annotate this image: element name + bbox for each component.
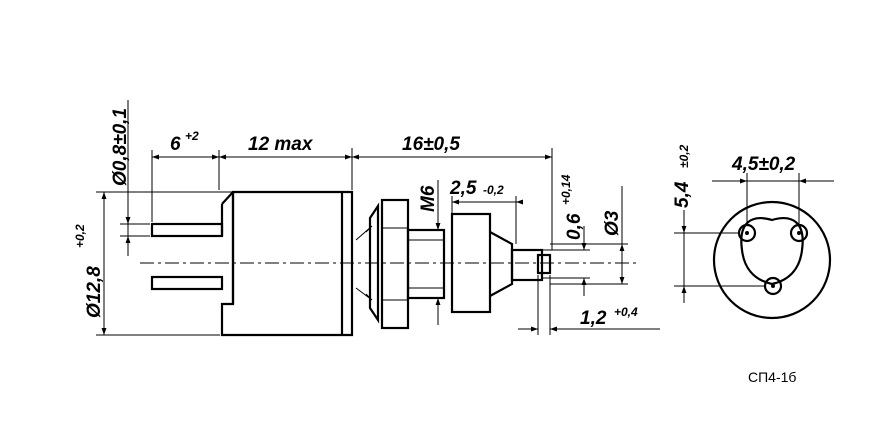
dim-body-length: 12 max [219, 134, 353, 190]
pin-height-tolerance: ±0,2 [677, 144, 691, 168]
dim-shaft-length: 16±0,5 [352, 134, 553, 250]
lead-length-label: 6 [170, 134, 181, 155]
dim-lead-diameter: Ø0,8±0,1 [110, 100, 150, 256]
shaft-length-label: 16±0,5 [402, 134, 460, 155]
dim-shaft-diameter: Ø3 [550, 186, 628, 285]
pin-height-label: 5,4 [672, 181, 693, 208]
pin-contour [740, 217, 804, 286]
body-outline [712, 200, 832, 320]
dim-thread: M6 [418, 180, 441, 325]
lead-diameter-label: Ø0,8±0,1 [110, 108, 131, 186]
tip-label: 1,2 [580, 308, 607, 329]
slot-label: 0,6 [564, 213, 585, 240]
body-length-label: 12 max [248, 134, 314, 155]
dim-pin-height: 5,4 ±0,2 [672, 144, 765, 303]
dim-lead-length: 6 +2 [151, 129, 220, 222]
pin-spacing-label: 4,5±0,2 [731, 154, 796, 175]
dim-pin-spacing: 4,5±0,2 [712, 154, 834, 225]
shaft-diameter-label: Ø3 [602, 210, 623, 236]
tip-tolerance: +0,4 [614, 305, 638, 319]
slot-tolerance: +0,14 [559, 174, 573, 205]
lead-length-tolerance: +2 [185, 129, 199, 143]
side-view: Ø0,8±0,1 6 +2 12 max 16±0,5 Ø12,8 [73, 100, 660, 337]
lead-lower [150, 275, 224, 291]
lead-upper [150, 222, 224, 238]
body-diameter-tolerance: +0,2 [73, 224, 87, 248]
body [220, 190, 354, 337]
dim-tip: 1,2 +0,4 [518, 275, 660, 335]
end-view: 4,5±0,2 5,4 ±0,2 [672, 144, 834, 320]
collar-label: 2,5 [449, 178, 477, 199]
dim-slot: 0,6 +0,14 [542, 174, 590, 296]
body-diameter-label: Ø12,8 [84, 266, 105, 318]
collar-tolerance: -0,2 [483, 183, 504, 197]
thread-label: M6 [418, 185, 439, 212]
dim-collar: 2,5 -0,2 [449, 178, 523, 244]
mount-nut [355, 198, 446, 330]
leads [150, 222, 224, 291]
drawing-caption: СП4-1б [748, 369, 796, 385]
dim-body-diameter: Ø12,8 +0,2 [73, 191, 232, 336]
collar [450, 212, 552, 314]
